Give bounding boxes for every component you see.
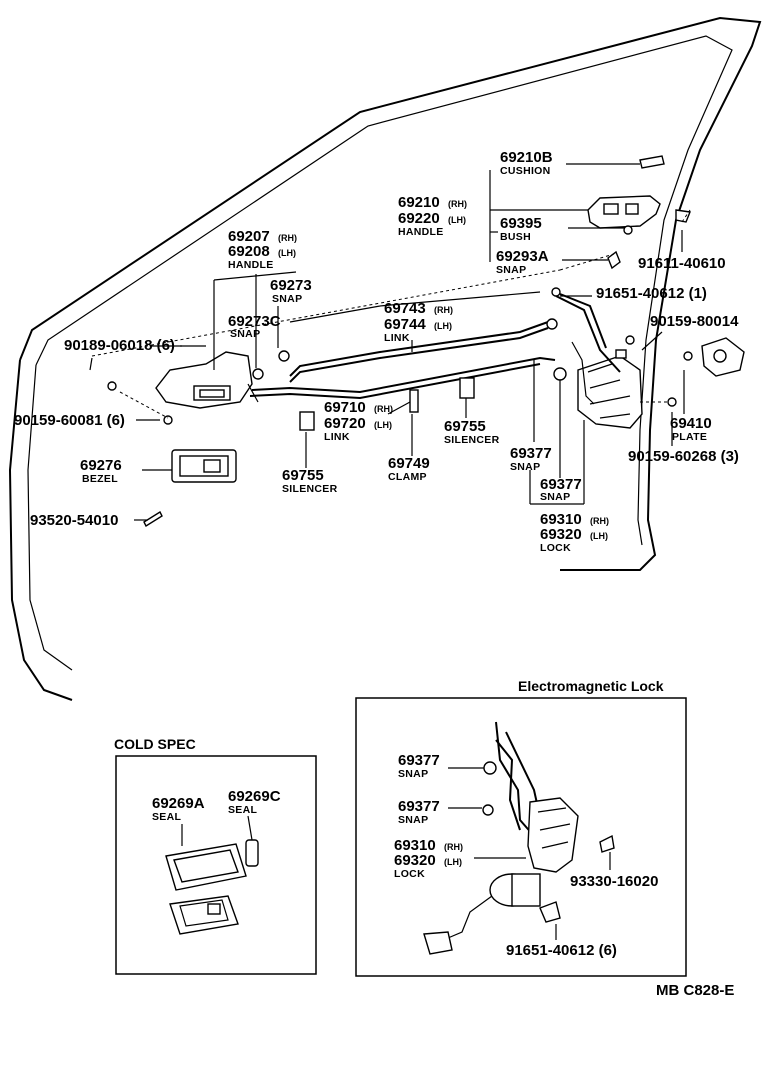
label-lock-1: LOCK — [540, 542, 571, 554]
label-69310: 69310 — [540, 511, 582, 528]
label-69743-rh: (RH) — [434, 305, 453, 315]
em-label-69320-lh: (LH) — [444, 857, 462, 867]
label-snap-c: SNAP — [230, 328, 260, 340]
label-snap-b: SNAP — [272, 293, 302, 305]
em-label-69377-a: 69377 — [398, 752, 440, 769]
label-69273C: 69273C — [228, 313, 281, 330]
label-90189: 90189-06018 (6) — [64, 337, 175, 354]
lock-rods — [247, 321, 556, 403]
screw-93520 — [143, 510, 163, 528]
em-label-69320: 69320 — [394, 852, 436, 869]
label-69744: 69744 — [384, 316, 426, 333]
door-outline — [8, 16, 762, 701]
silencer-part-a — [299, 411, 315, 431]
label-link-2: LINK — [324, 431, 350, 443]
clamp-part — [409, 389, 419, 413]
label-69744-lh: (LH) — [434, 321, 452, 331]
label-69220-lh: (LH) — [448, 215, 466, 225]
label-69710: 69710 — [324, 399, 366, 416]
label-handle-1: HANDLE — [398, 226, 444, 238]
label-69310-rh: (RH) — [590, 516, 609, 526]
em-label-snap-b: SNAP — [398, 814, 428, 826]
label-link-1: LINK — [384, 332, 410, 344]
label-69210B: 69210B — [500, 149, 553, 166]
label-69755-b: 69755 — [282, 467, 324, 484]
diagram-code: MB C828-E — [656, 982, 734, 999]
bezel-cold-part — [169, 895, 239, 935]
label-plate: PLATE — [672, 431, 707, 443]
cushion-part — [639, 155, 665, 169]
label-69377-b: 69377 — [540, 476, 582, 493]
cold-label-69269A: 69269A — [152, 795, 205, 812]
label-69743: 69743 — [384, 300, 426, 317]
cold-label-69269C: 69269C — [228, 788, 281, 805]
door-lock — [546, 287, 643, 429]
label-69395: 69395 — [500, 215, 542, 232]
cold-label-seal-c: SEAL — [228, 804, 257, 816]
em-label-93330: 93330-16020 — [570, 873, 658, 890]
cold-label-seal-a: SEAL — [152, 811, 181, 823]
label-snap-a: SNAP — [496, 264, 526, 276]
label-91651-1: 91651-40612 (1) — [596, 285, 707, 302]
em-lock-assembly — [423, 721, 615, 955]
silencer-part-b — [459, 377, 475, 399]
seal-69269C-part — [245, 839, 259, 867]
cold-spec-box: COLD SPEC 69269A SEAL 69269C SEAL — [114, 736, 317, 975]
label-69210: 69210 — [398, 194, 440, 211]
label-90159-60081: 90159-60081 (6) — [14, 412, 125, 429]
label-handle-2: HANDLE — [228, 259, 274, 271]
em-label-69377-b: 69377 — [398, 798, 440, 815]
cold-frame — [115, 755, 317, 975]
label-69320-lh: (LH) — [590, 531, 608, 541]
label-69207-rh: (RH) — [278, 233, 297, 243]
label-69749: 69749 — [388, 455, 430, 472]
electromagnetic-lock-box: Electromagnetic Lock 69377 SNAP 69377 SN… — [355, 678, 687, 977]
leader-lines — [89, 163, 685, 521]
bush-part — [623, 225, 633, 235]
label-69293A: 69293A — [496, 248, 549, 265]
em-title: Electromagnetic Lock — [518, 678, 664, 694]
label-69208-lh: (LH) — [278, 248, 296, 258]
label-69710-rh: (RH) — [374, 404, 393, 414]
label-snap-d: SNAP — [510, 461, 540, 473]
em-label-69310: 69310 — [394, 837, 436, 854]
main-labels: 69210B CUSHION 69210 (RH) 69220 (LH) HAN… — [14, 149, 739, 554]
label-69720: 69720 — [324, 415, 366, 432]
label-90159-60268: 90159-60268 (3) — [628, 448, 739, 465]
outside-handle — [587, 155, 691, 270]
em-frame — [355, 697, 687, 977]
label-69207: 69207 — [228, 228, 270, 245]
em-label-lock: LOCK — [394, 868, 425, 880]
label-69720-lh: (LH) — [374, 420, 392, 430]
inside-handle — [107, 350, 290, 425]
em-label-91651: 91651-40612 (6) — [506, 942, 617, 959]
label-69276: 69276 — [80, 457, 122, 474]
label-90159-80014: 90159-80014 — [650, 313, 739, 330]
em-label-snap-a: SNAP — [398, 768, 428, 780]
cold-title: COLD SPEC — [114, 736, 196, 752]
label-snap-e: SNAP — [540, 491, 570, 503]
label-69755-a: 69755 — [444, 418, 486, 435]
label-bezel: BEZEL — [82, 473, 118, 485]
label-clamp: CLAMP — [388, 471, 427, 483]
label-69320: 69320 — [540, 526, 582, 543]
em-label-69310-rh: (RH) — [444, 842, 463, 852]
label-cushion: CUSHION — [500, 165, 551, 177]
striker-plate — [667, 337, 745, 407]
label-silencer-a: SILENCER — [444, 434, 500, 446]
label-bush: BUSH — [500, 231, 531, 243]
label-91611: 91611-40610 — [638, 255, 726, 272]
label-69220: 69220 — [398, 210, 440, 227]
bezel-part — [171, 449, 237, 483]
label-69273: 69273 — [270, 277, 312, 294]
label-69210-rh: (RH) — [448, 199, 467, 209]
label-69208: 69208 — [228, 243, 270, 260]
label-silencer-b: SILENCER — [282, 483, 338, 495]
label-69377-a: 69377 — [510, 445, 552, 462]
label-69410: 69410 — [670, 415, 712, 432]
label-93520: 93520-54010 — [30, 512, 118, 529]
